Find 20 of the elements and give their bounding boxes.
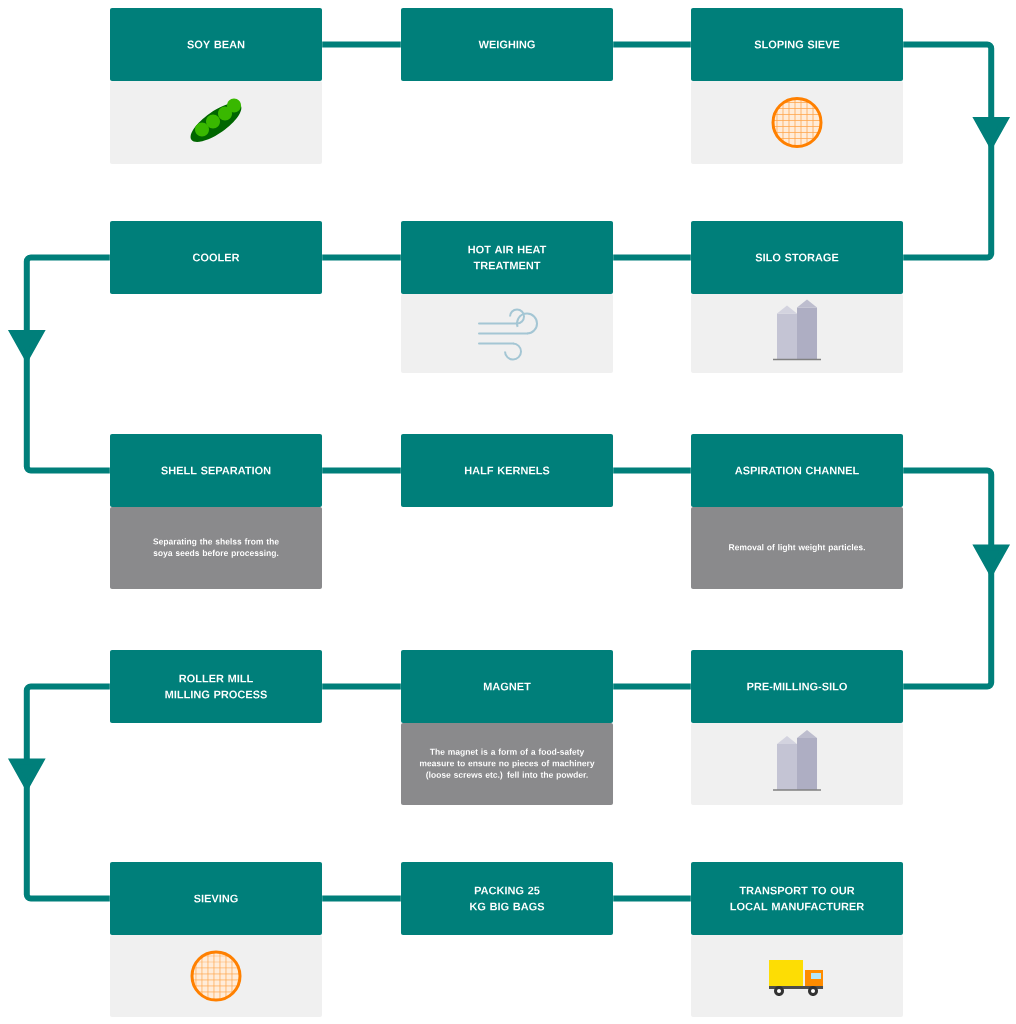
description-panel: The magnet is a form of a food-safety measure to ensure no pieces of machinery (loose screws etc.) fell into the powder.	[401, 723, 613, 805]
process-box: SOY BEAN	[110, 8, 322, 81]
description-panel: Separating the shelss from the soya seeds before processing.	[110, 507, 322, 589]
description-panel: Removal of light weight particles.	[691, 507, 903, 589]
connector-arrow	[903, 41, 1011, 261]
process-box: ASPIRATION CHANNEL	[691, 434, 903, 507]
process-box: PACKING 25 KG BIG BAGS	[401, 862, 613, 935]
process-box: HOT AIR HEAT TREATMENT	[401, 221, 613, 294]
process-box: SHELL SEPARATION	[110, 434, 322, 507]
process-box: SLOPING SIEVE	[691, 8, 903, 81]
process-box: ROLLER MILL MILLING PROCESS	[110, 650, 322, 723]
process-box: TRANSPORT TO OUR LOCAL MANUFACTURER	[691, 862, 903, 935]
process-box: HALF KERNELS	[401, 434, 613, 507]
connector-arrow	[903, 467, 1011, 690]
process-box: PRE-MILLING-SILO	[691, 650, 903, 723]
process-box: MAGNET	[401, 650, 613, 723]
process-box: SILO STORAGE	[691, 221, 903, 294]
process-box: COOLER	[110, 221, 322, 294]
process-box: WEIGHING	[401, 8, 613, 81]
process-box: SIEVING	[110, 862, 322, 935]
